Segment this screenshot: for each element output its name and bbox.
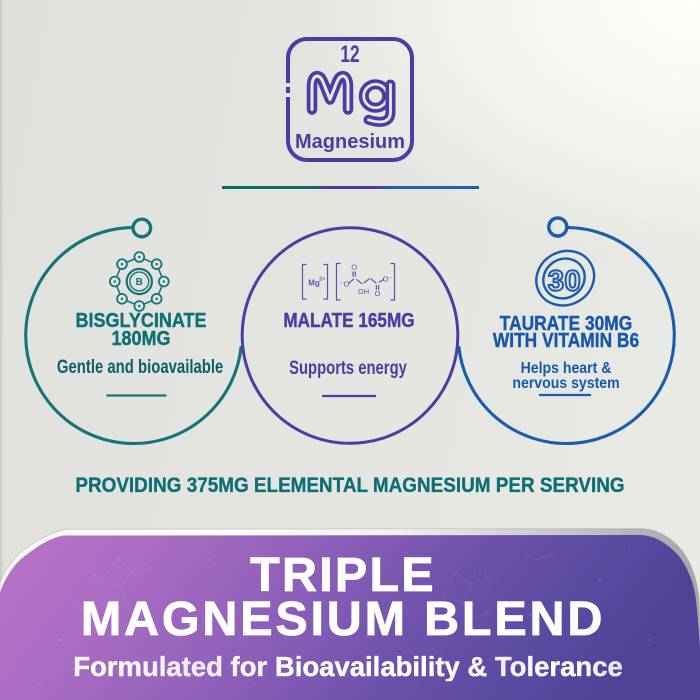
svg-text:Mg: Mg: [308, 279, 320, 288]
svg-text:O: O: [351, 263, 357, 272]
svg-text:O: O: [375, 289, 381, 298]
svg-text:2+: 2+: [319, 277, 325, 283]
svg-text:⁻O: ⁻O: [340, 280, 350, 289]
svg-text:30: 30: [548, 265, 581, 297]
svg-text:B: B: [136, 277, 143, 288]
svg-text:O⁻: O⁻: [383, 275, 393, 284]
svg-text:OH: OH: [358, 287, 369, 296]
